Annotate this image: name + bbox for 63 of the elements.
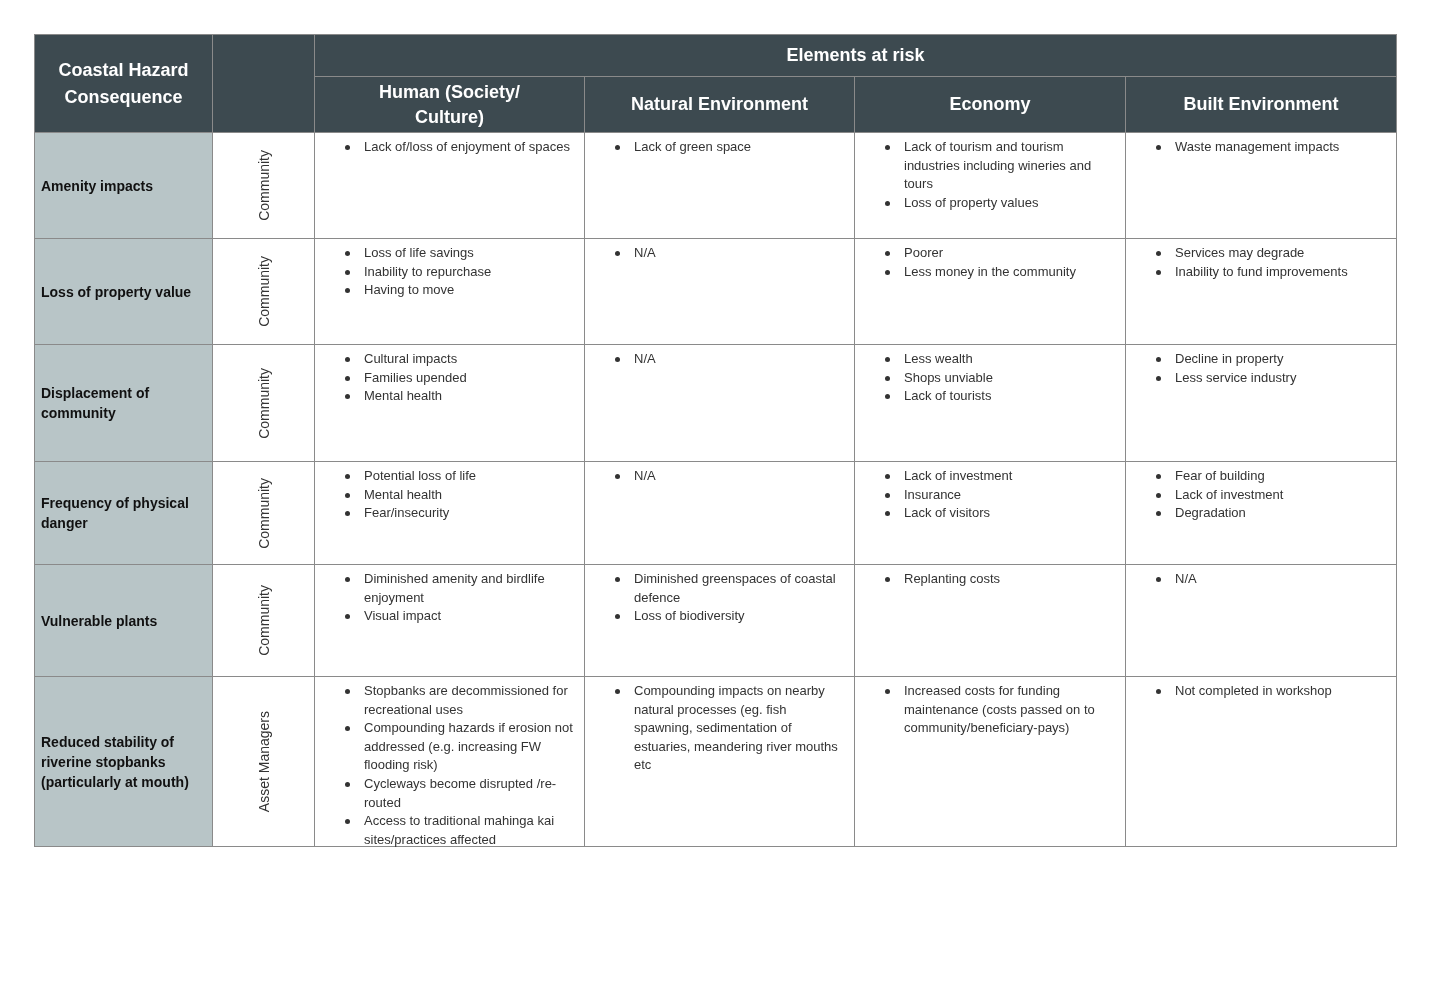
column-header: Elements at risk xyxy=(314,34,1397,77)
category-label: Community xyxy=(255,367,272,439)
bullet-item: N/A xyxy=(634,350,657,368)
bullet-item: Replanting costs xyxy=(904,570,1002,588)
bullet-item: Mental health xyxy=(364,485,444,504)
row-header: Amenity impacts xyxy=(34,132,213,239)
bullet-item: N/A xyxy=(634,244,657,262)
bullet-item: Compounding impacts on nearby natural processes (eg. fish spawning, sedimentation of estuaries, meandering river mouths etc xyxy=(634,682,839,775)
bullet-item: Potential loss of life xyxy=(364,467,477,485)
column-header: Human (Society/ Culture) xyxy=(314,76,585,133)
column-header: Built Environment xyxy=(1125,76,1397,133)
row-header: Loss of property value xyxy=(34,238,213,345)
category-label: Community xyxy=(255,150,272,221)
bullet-item: Diminished amenity and birdlife enjoyment xyxy=(364,570,546,607)
column-header: Coastal Hazard Consequence xyxy=(34,34,213,133)
bullet-item: Fear of building xyxy=(1175,467,1266,485)
bullet-item: Inability to repurchase xyxy=(364,262,493,281)
bullet-item: Services may degrade xyxy=(1175,244,1306,262)
bullet-item: Lack of tourists xyxy=(904,387,993,406)
bullet-item: Families upended xyxy=(364,368,468,387)
bullet-item: Insurance xyxy=(904,485,963,504)
bullet-item: N/A xyxy=(634,467,657,485)
row-header: Vulnerable plants xyxy=(34,564,213,677)
bullet-item: Poorer xyxy=(904,244,945,262)
bullet-item: Having to move xyxy=(364,281,456,300)
bullet-item: Increased costs for funding maintenance (costs passed on to community/beneficiary-pays) xyxy=(904,682,1096,738)
bullet-item: Cycleways become disrupted /re-routed xyxy=(364,774,558,812)
bullet-item: Diminished greenspaces of coastal defence xyxy=(634,570,837,607)
bullet-item: Waste management impacts xyxy=(1175,138,1341,156)
bullet-item: Mental health xyxy=(364,387,444,406)
bullet-item: Less service industry xyxy=(1175,368,1298,387)
category-label: Community xyxy=(255,585,272,656)
bullet-item: Compounding hazards if erosion not addressed (e.g. increasing FW flooding risk) xyxy=(364,719,574,775)
row-header: Reduced stability of riverine stopbanks (particularly at mouth) xyxy=(34,676,213,847)
row-header: Displacement of community xyxy=(34,344,213,462)
bullet-item: Lack of/loss of enjoyment of spaces xyxy=(364,138,571,156)
category-label: Community xyxy=(255,256,272,327)
bullet-item: Lack of visitors xyxy=(904,504,991,523)
column-header: Economy xyxy=(854,76,1126,133)
bullet-item: Lack of green space xyxy=(634,138,753,156)
bullet-item: Less wealth xyxy=(904,350,974,368)
bullet-item: Loss of biodiversity xyxy=(634,607,746,626)
bullet-item: Access to traditional mahinga kai sites/practices affected xyxy=(364,812,556,849)
row-header: Frequency of physical danger xyxy=(34,461,213,565)
bullet-item: N/A xyxy=(1175,570,1198,588)
bullet-item: Inability to fund improvements xyxy=(1175,262,1349,281)
bullet-item: Cultural impacts xyxy=(364,350,459,368)
bullet-item: Lack of investment xyxy=(1175,485,1285,504)
bullet-item: Not completed in workshop xyxy=(1175,682,1333,700)
category-label: Community xyxy=(255,477,272,549)
bullet-item: Lack of investment xyxy=(904,467,1014,485)
bullet-item: Degradation xyxy=(1175,504,1247,523)
bullet-item: Shops unviable xyxy=(904,368,994,387)
bullet-item: Loss of property values xyxy=(904,193,1040,212)
bullet-item: Lack of tourism and tourism industries including wineries and tours xyxy=(904,138,1093,194)
bullet-item: Decline in property xyxy=(1175,350,1285,368)
column-header: Natural Environment xyxy=(584,76,855,133)
bullet-item: Loss of life savings xyxy=(364,244,475,262)
bullet-item: Visual impact xyxy=(364,607,443,626)
bullet-item: Stopbanks are decommissioned for recreational uses xyxy=(364,682,569,719)
category-label: Asset Managers xyxy=(255,710,272,813)
bullet-item: Fear/insecurity xyxy=(364,504,451,523)
bullet-item: Less money in the community xyxy=(904,262,1077,281)
